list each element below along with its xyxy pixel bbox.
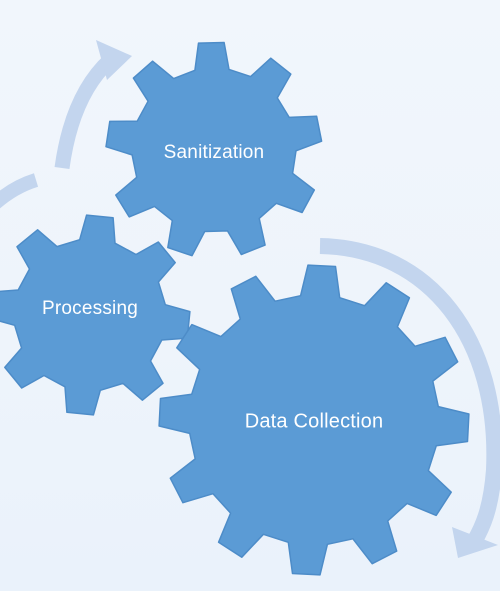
- gear-shape-processing: [0, 214, 191, 416]
- gear-processing: Processing: [0, 214, 191, 416]
- gear-label-sanitization: Sanitization: [164, 142, 265, 163]
- gear-label-processing: Processing: [42, 298, 138, 319]
- curved-arrow-up-head-icon: [96, 40, 132, 80]
- gear-shape-data-collection: [158, 264, 470, 576]
- curved-arrow-down-icon: [319, 238, 500, 546]
- gear-sanitization: Sanitization: [105, 41, 323, 257]
- curved-arc-icon: [0, 173, 39, 209]
- gear-shape-sanitization: [105, 41, 323, 257]
- curved-arrow-down-head-icon: [452, 527, 498, 558]
- gear-data-collection: Data Collection: [158, 264, 470, 576]
- gear-label-data-collection: Data Collection: [245, 410, 384, 432]
- curved-arrow-up-icon: [54, 54, 116, 170]
